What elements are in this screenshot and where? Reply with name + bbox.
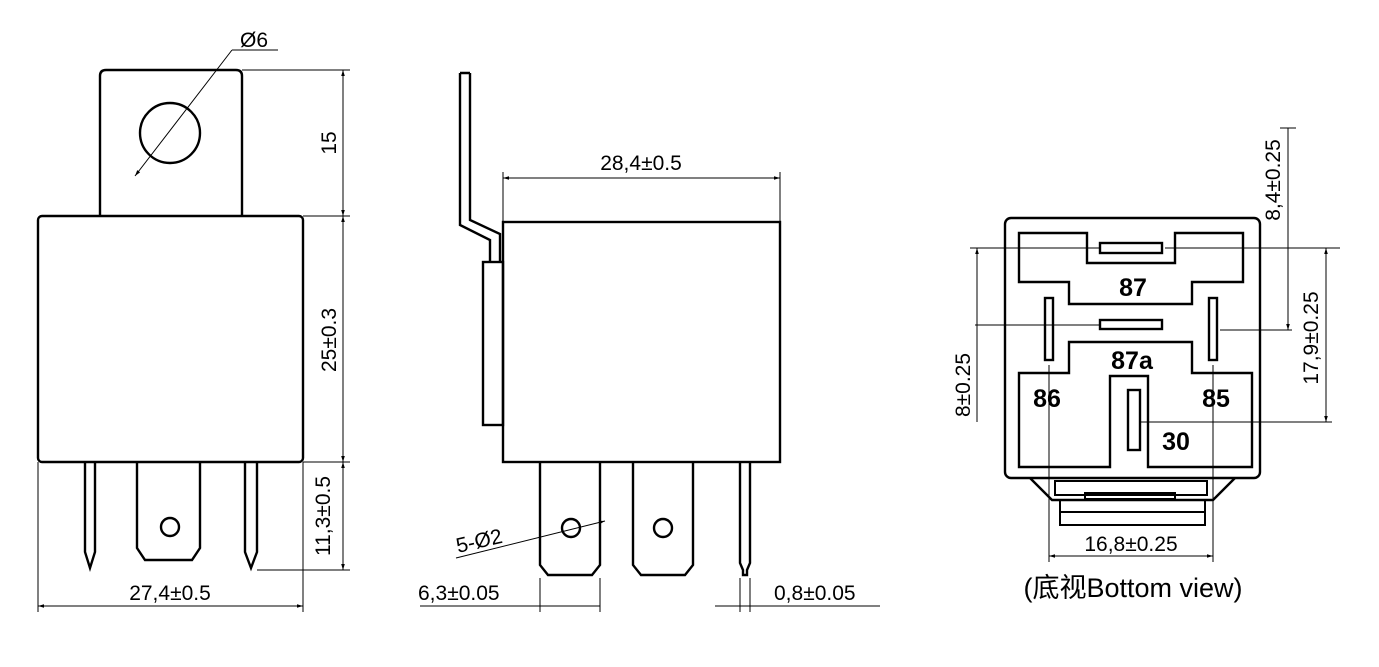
tab-width-label: 6,3±0.05 <box>418 582 500 605</box>
mounting-hole <box>138 101 202 165</box>
mounting-tab <box>98 68 244 216</box>
thin-pin <box>738 462 752 577</box>
dim-right-label: 17,9±0.25 <box>1300 291 1323 384</box>
dim-top-label: 8,4±0.25 <box>1262 139 1285 221</box>
pin-hole <box>560 517 582 539</box>
blade-pin <box>135 462 202 562</box>
pin-label-87a: 87a <box>1111 347 1154 375</box>
dim-bottom-label: 16,8±0.25 <box>1084 533 1177 556</box>
pin-length-label: 11,3±0.5 <box>312 476 335 556</box>
top-socket <box>1017 231 1245 306</box>
tab-height-label: 15 <box>318 131 341 154</box>
pin-hole <box>652 517 674 539</box>
pin-label-86: 86 <box>1033 385 1061 413</box>
dim-left-label: 8±0.25 <box>952 353 975 417</box>
length-label: 28,4±0.5 <box>600 152 682 175</box>
pin-label-87: 87 <box>1119 274 1147 302</box>
thin-pin <box>83 462 97 573</box>
bottom-view: 87 87a 86 85 30 8,4±0.25 17,9±0.25 8±0.2… <box>952 127 1340 603</box>
hole-diameter-label: Ø6 <box>240 29 268 52</box>
pin-slot-85 <box>1207 296 1219 362</box>
blade-pin <box>538 462 602 577</box>
pin-slot-87a <box>1098 318 1164 331</box>
hole-callout-label: 5-Ø2 <box>454 525 505 558</box>
relay-body-side <box>501 220 782 464</box>
pin-slot-87 <box>1098 241 1164 255</box>
pin-label-85: 85 <box>1202 385 1230 413</box>
front-view: Ø6 15 25±0.3 11,3±0.5 27,4±0.5 <box>36 29 350 612</box>
side-view: 28,4±0.5 5-Ø2 6,3±0.05 0,8±0.05 <box>418 71 880 612</box>
body-height-label: 25±0.3 <box>318 308 341 372</box>
pin-label-30: 30 <box>1162 428 1190 456</box>
bottom-socket <box>1017 340 1254 469</box>
thin-pin <box>243 462 259 572</box>
bracket <box>458 71 502 262</box>
relay-base <box>1003 216 1262 480</box>
pin-slot-30 <box>1126 388 1142 452</box>
pin-thickness-label: 0,8±0.05 <box>774 582 856 605</box>
pin-hole <box>159 516 181 538</box>
width-label: 27,4±0.5 <box>129 582 211 605</box>
relay-body <box>36 214 305 464</box>
coil-side <box>481 260 505 427</box>
blade-pin <box>631 462 695 577</box>
bottom-view-caption: (底视Bottom view) <box>1023 573 1242 603</box>
pin-slot-86 <box>1043 296 1055 362</box>
